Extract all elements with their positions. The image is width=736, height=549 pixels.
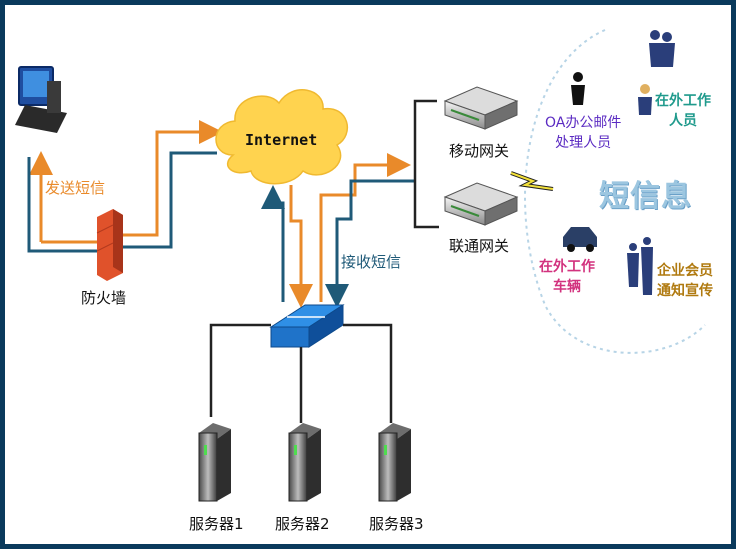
field-vehicle-label-line1: 在外工作 [539,259,595,275]
field-vehicle-label: 在外工作 车辆 [539,257,595,297]
server-icon-3 [378,423,411,502]
person-icon-oa [571,72,585,105]
person-icon-field-staff [649,30,675,67]
server-icon-1 [198,423,231,502]
person-icon-members [627,237,653,295]
send-line-right [120,120,223,237]
unicom-gateway-label: 联通网关 [449,237,510,255]
mobile-gateway-label: 移动网关 [449,142,510,160]
person-icon-field-worker [638,84,652,115]
internet-cloud-icon [215,89,348,185]
internet-label: Internet [245,131,318,149]
server-2-label: 服务器2 [275,515,330,533]
oa-staff-label-line1: OA办公邮件 [545,115,622,131]
field-staff-label-line2: 人员 [669,113,697,129]
switch-to-internet-teal [261,185,285,302]
field-staff-label-line1: 在外工作 [655,93,711,109]
link-line-teal [27,157,103,253]
receive-sms-label: 接收短信 [341,253,402,271]
server-3-label: 服务器3 [369,515,424,533]
server-1-label: 服务器1 [189,515,244,533]
sms-ring [524,29,706,354]
gateway-to-switch-teal [325,179,415,308]
diagram-canvas: Internet 发送短信 接收短信 防火墙 移动网关 联通网关 服务器1 服务… [3,3,733,546]
field-vehicle-label-line2: 车辆 [553,279,581,295]
unicom-gateway-icon [443,182,519,226]
firewall-label: 防火墙 [81,289,127,307]
mobile-gateway-icon [443,86,519,130]
oa-staff-label: OA办公邮件 处理人员 [545,113,621,153]
diagram-graphics [15,29,706,502]
server-network-line [209,323,393,423]
server-icon-2 [288,423,321,502]
sms-title: 短信息 [599,179,692,214]
field-staff-label: 在外工作 人员 [655,91,711,131]
member-notice-label-line2: 通知宣传 [657,283,713,299]
switch-icon [269,304,345,348]
gateway-bracket [413,99,439,229]
oa-staff-label-line2: 处理人员 [555,135,612,151]
computer-icon [15,66,67,133]
switch-to-gateway-orange [319,153,411,302]
link-line-teal-right [120,151,217,249]
car-icon [563,227,597,252]
internet-to-switch-orange [289,185,313,308]
firewall-icon [96,209,123,281]
member-notice-label-line1: 企业会员 [657,263,713,279]
send-sms-label: 发送短信 [45,179,106,197]
member-notice-label: 企业会员 通知宣传 [657,261,713,301]
